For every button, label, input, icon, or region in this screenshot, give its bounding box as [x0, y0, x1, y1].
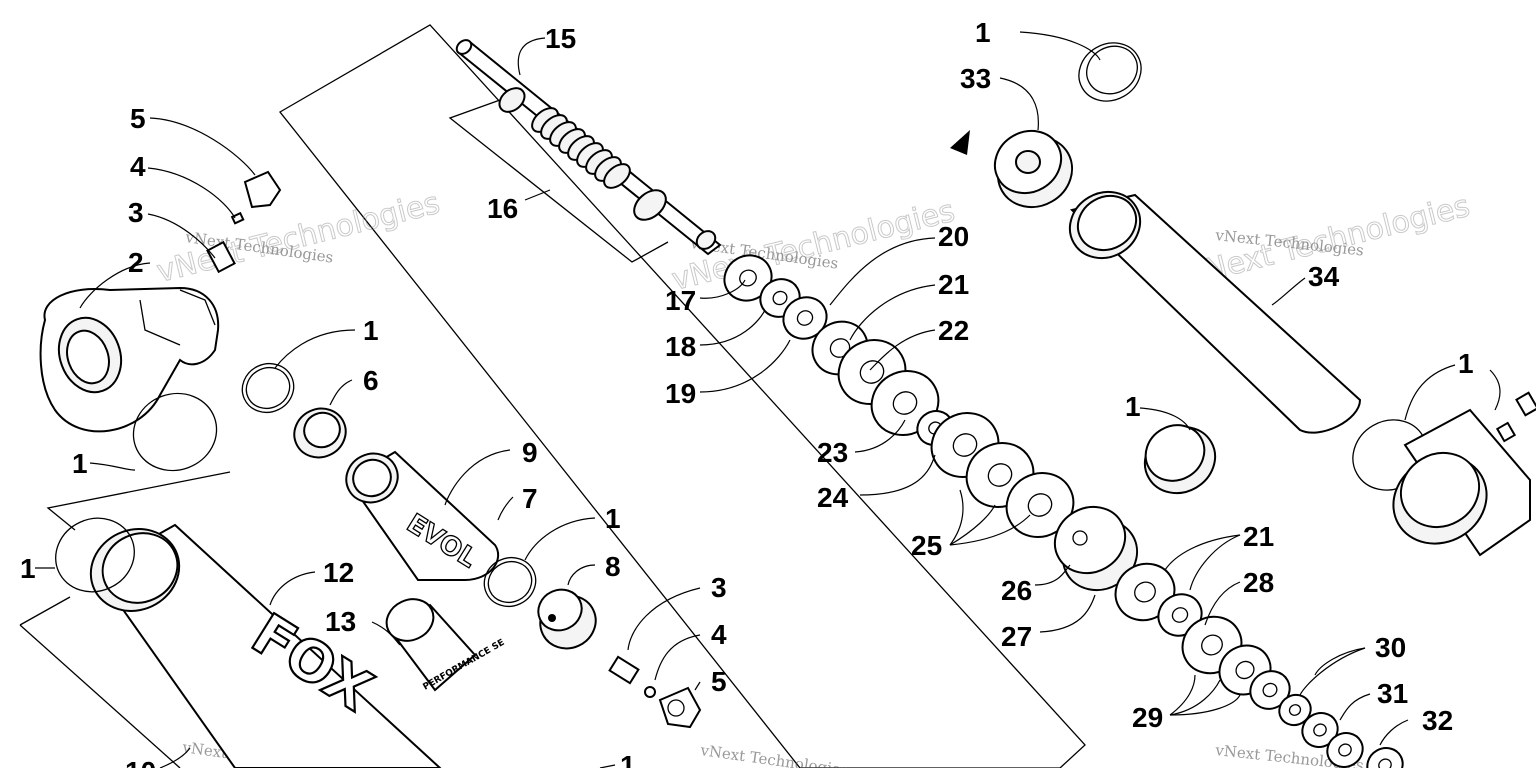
callout-5: 5	[711, 666, 727, 697]
callout-32: 32	[1422, 705, 1453, 736]
callout-4: 4	[711, 619, 727, 650]
shock-body-part: FOX	[89, 523, 442, 768]
reservoir-cap-part	[537, 588, 597, 650]
callout-labels: 1 33 15 5 4 3 2 16 20 21 34 17 22 1 18 6…	[20, 17, 1474, 768]
callout-29: 29	[1132, 702, 1163, 733]
o-ring-part	[483, 556, 537, 608]
body-frame-lower	[19, 624, 181, 768]
callout-8: 8	[605, 551, 621, 582]
callout-4: 4	[130, 151, 146, 182]
decal-band-part: PERFORMANCE SE	[385, 598, 506, 693]
callout-1: 1	[975, 17, 991, 48]
callout-1: 1	[363, 315, 379, 346]
reservoir-body-part: EVOL	[345, 450, 500, 581]
schrader-valve-part	[206, 170, 282, 274]
callout-20: 20	[938, 221, 969, 252]
callout-31: 31	[1377, 678, 1408, 709]
callout-22: 22	[938, 315, 969, 346]
lower-shim-stack	[1114, 562, 1404, 768]
callout-12: 12	[323, 557, 354, 588]
callout-1: 1	[1458, 348, 1474, 379]
callout-21: 21	[1243, 521, 1274, 552]
callout-24: 24	[817, 482, 849, 513]
callout-16: 16	[487, 193, 518, 224]
callout-3: 3	[711, 572, 727, 603]
callout-30: 30	[1375, 632, 1406, 663]
callout-7: 7	[522, 483, 538, 514]
schrader-valve-lower-part	[608, 655, 702, 729]
shim-stack	[723, 254, 1075, 538]
callout-15: 15	[545, 23, 576, 54]
callout-33: 33	[960, 63, 991, 94]
callout-28: 28	[1243, 567, 1274, 598]
watermark-text-5: vNext Technologies	[698, 741, 849, 768]
callout-25: 25	[911, 530, 942, 561]
callout-5: 5	[130, 103, 146, 134]
callout-1: 1	[72, 448, 88, 479]
shaft-part	[455, 39, 722, 256]
end-cap-part	[39, 286, 220, 433]
o-ring-part	[241, 362, 295, 414]
callout-34: 34	[1308, 261, 1340, 292]
callout-26: 26	[1001, 575, 1032, 606]
callout-3: 3	[128, 197, 144, 228]
shaft-assembly-frame	[279, 24, 1086, 768]
callout-23: 23	[817, 437, 848, 468]
direction-arrow-icon	[950, 130, 970, 155]
o-ring-part	[132, 392, 218, 472]
callout-13: 13	[325, 606, 356, 637]
callout-1: 1	[1125, 391, 1141, 422]
callout-2: 2	[128, 247, 144, 278]
body-frame	[19, 596, 71, 626]
shaft-subframe	[448, 99, 669, 263]
o-ring-part	[55, 517, 135, 593]
bushing-part	[293, 407, 347, 459]
callout-6: 6	[363, 365, 379, 396]
callout-19: 19	[665, 378, 696, 409]
callout-1: 1	[20, 553, 36, 584]
piston-part	[1053, 505, 1139, 592]
bearing-cap-part	[993, 129, 1074, 209]
callout-17: 17	[665, 285, 696, 316]
callout-18: 18	[665, 331, 696, 362]
left-assembly-frame	[46, 471, 231, 531]
reservoir-sleeve-part	[1068, 190, 1362, 434]
seal-head-part	[1143, 424, 1217, 495]
callout-1: 1	[605, 503, 621, 534]
top-ring-part	[1078, 42, 1142, 102]
callout-1: 1	[620, 750, 636, 768]
callout-10: 10	[125, 756, 156, 768]
callout-9: 9	[522, 437, 538, 468]
callout-27: 27	[1001, 621, 1032, 652]
callout-21: 21	[938, 269, 969, 300]
body-cap-right-part	[1392, 391, 1536, 557]
leader-lines	[35, 31, 1501, 768]
